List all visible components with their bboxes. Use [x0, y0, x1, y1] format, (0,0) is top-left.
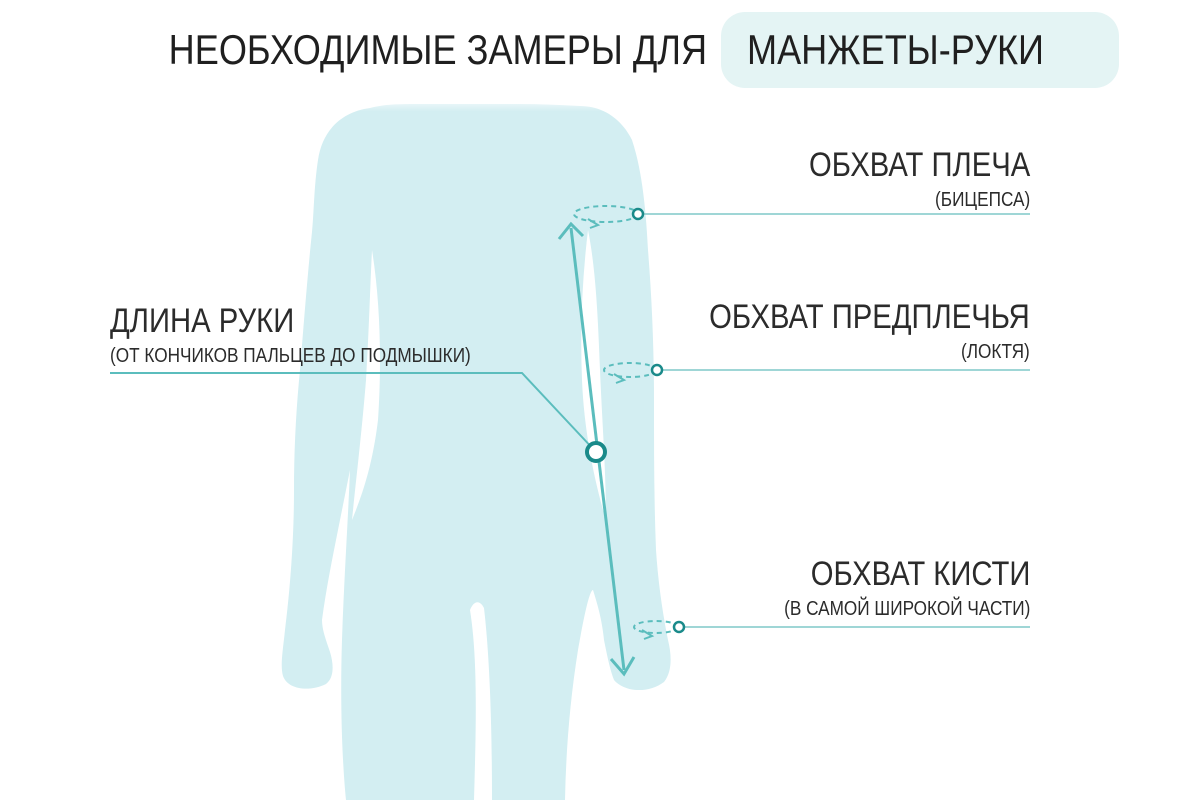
shoulder-note: (БИЦЕПСА)	[934, 189, 1030, 211]
arm-length-title: ДЛИНА РУКИ	[110, 302, 295, 340]
title-bar: НЕОБХОДИМЫЕ ЗАМЕРЫ ДЛЯ МАНЖЕТЫ-РУКИ	[0, 8, 1200, 92]
shoulder-circumference-marker	[573, 205, 645, 229]
arm-length-leader-line	[110, 372, 597, 453]
title-highlight-pill: МАНЖЕТЫ-РУКИ	[721, 12, 1119, 88]
forearm-note: (ЛОКТЯ)	[961, 341, 1030, 363]
wrist-circumference-marker	[633, 620, 686, 640]
wrist-note: (В САМОЙ ШИРОКОЙ ЧАСТИ)	[783, 598, 1030, 620]
forearm-circumference-marker	[603, 362, 664, 384]
left-arm-gap	[352, 250, 380, 520]
arm-length-label: ДЛИНА РУКИ (ОТ КОНЧИКОВ ПАЛЬЦЕВ ДО ПОДМЫ…	[110, 302, 530, 368]
leg-gap	[470, 602, 492, 800]
top-fade	[300, 96, 660, 166]
shoulder-title: ОБХВАТ ПЛЕЧА	[808, 146, 1030, 184]
wrist-title: ОБХВАТ КИСТИ	[810, 555, 1030, 593]
forearm-label: ОБХВАТ ПРЕДПЛЕЧЬЯ (ЛОКТЯ)	[657, 298, 1030, 364]
title-highlight: МАНЖЕТЫ-РУКИ	[747, 26, 1045, 73]
shoulder-label: ОБХВАТ ПЛЕЧА (БИЦЕПСА)	[773, 146, 1030, 212]
arm-length-note: (ОТ КОНЧИКОВ ПАЛЬЦЕВ ДО ПОДМЫШКИ)	[110, 345, 471, 367]
page-title: НЕОБХОДИМЫЕ ЗАМЕРЫ ДЛЯ	[168, 26, 708, 73]
wrist-label: ОБХВАТ КИСТИ (В САМОЙ ШИРОКОЙ ЧАСТИ)	[744, 555, 1030, 621]
body-silhouette	[281, 104, 671, 800]
forearm-title: ОБХВАТ ПРЕДПЛЕЧЬЯ	[709, 298, 1030, 336]
arm-length-arrow	[557, 221, 636, 677]
